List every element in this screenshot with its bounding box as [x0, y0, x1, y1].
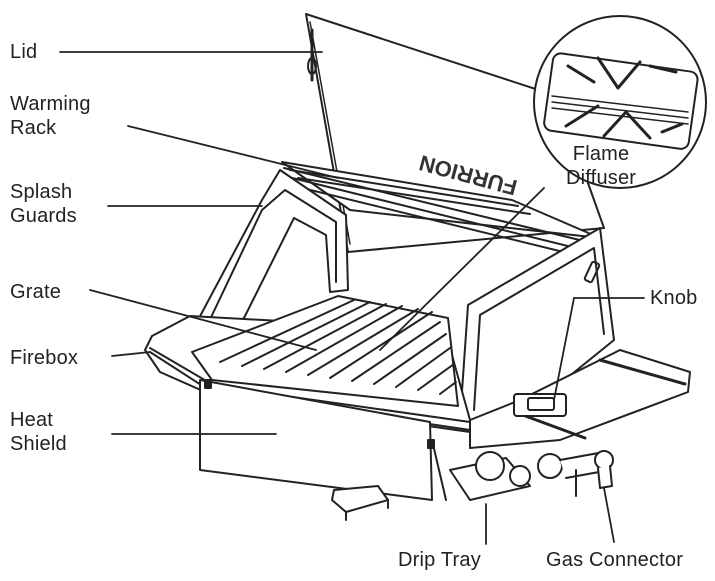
label-splash-guards-line2: Guards [10, 205, 77, 227]
label-knob: Knob [650, 287, 698, 309]
label-heat-shield-line1: Heat [10, 409, 54, 431]
flame-diffuser-inset [533, 15, 707, 189]
label-warming-rack-line1: Warming [10, 93, 91, 115]
label-flame-diffuser-line1: Flame [572, 143, 630, 165]
label-heat-shield: Heat Shield [10, 408, 67, 456]
label-drip-tray: Drip Tray [398, 549, 481, 571]
label-heat-shield-line2: Shield [10, 433, 67, 455]
label-flame-diffuser: Flame Diffuser [566, 142, 636, 190]
leader-lines [59, 51, 645, 545]
foot-drawing [331, 485, 389, 521]
label-flame-diffuser-line2: Diffuser [566, 167, 637, 189]
grate-drawing [191, 295, 459, 407]
label-gas-connector: Gas Connector [546, 549, 684, 571]
label-warming-rack: Warming Rack [10, 92, 91, 140]
label-splash-guards: Splash Guards [10, 180, 77, 228]
label-warming-rack-line2: Rack [10, 117, 57, 139]
label-lid: Lid [10, 41, 38, 63]
label-firebox: Firebox [10, 347, 79, 369]
heat-shield-drawing [199, 379, 447, 501]
side-table-drawing [469, 349, 691, 449]
gas-hardware-drawing [449, 450, 614, 501]
label-grate: Grate [10, 281, 62, 303]
label-splash-guards-line1: Splash [10, 181, 73, 203]
